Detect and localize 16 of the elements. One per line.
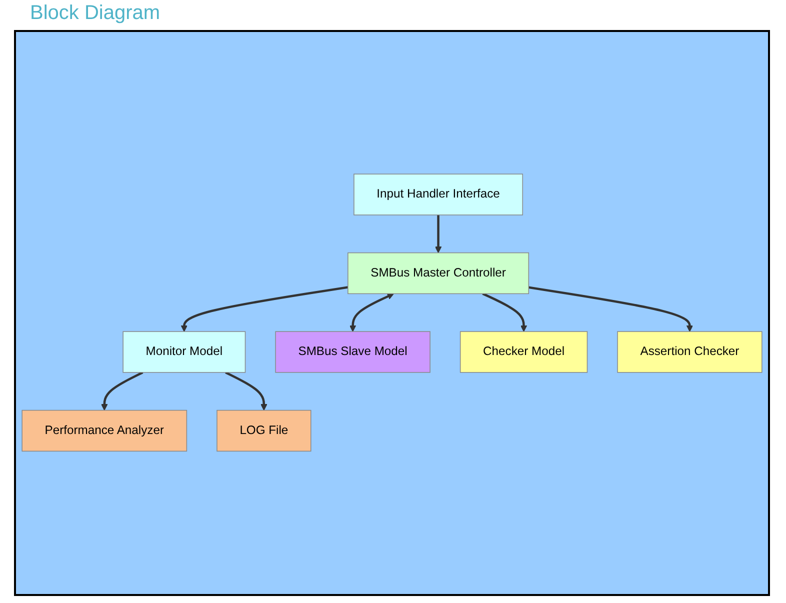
node-box: SMBus Master Controller [348,252,530,294]
node-box: Input Handler Interface [354,174,523,216]
node-box: Monitor Model [122,332,246,374]
node-box: Assertion Checker [617,332,762,374]
arrow [482,293,528,332]
arrow [180,286,348,332]
arrow [434,215,442,254]
arrow [349,294,394,332]
node-box: LOG File [216,410,312,452]
arrow [225,372,268,411]
node-box: SMBus Slave Model [275,332,430,374]
arrow [101,372,144,411]
diagram-title: Block Diagram [29,1,162,26]
node-box: Performance Analyzer [22,410,188,452]
arrow [528,286,694,332]
node-box: Checker Model [460,332,588,374]
